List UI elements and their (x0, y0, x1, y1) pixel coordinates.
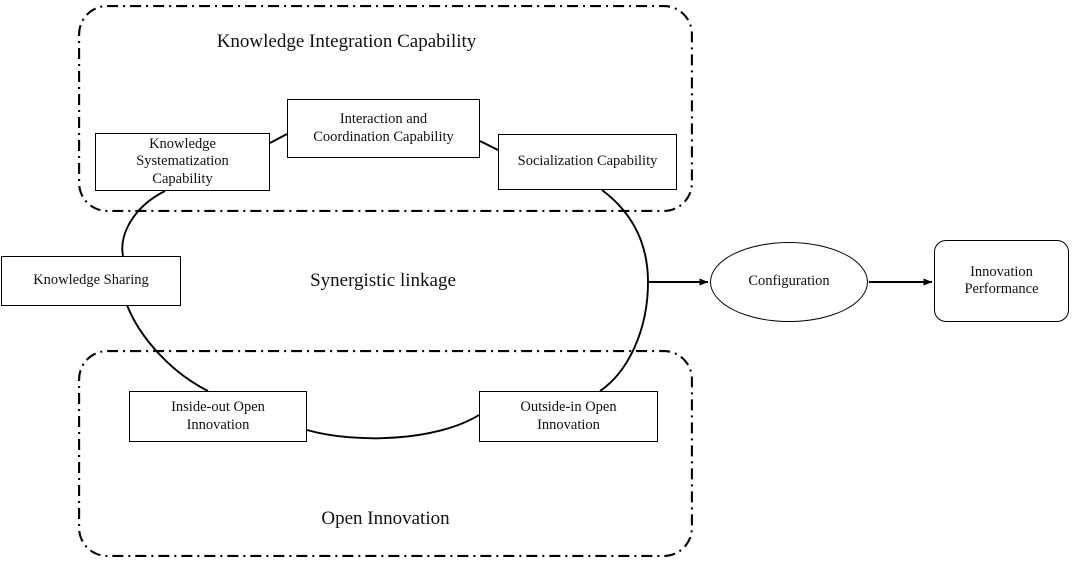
node-knowledge-systematization-capability[interactable]: Knowledge Systematization Capability (95, 133, 270, 191)
node-knowledge-systematization-capability-label: Knowledge Systematization Capability (128, 136, 237, 187)
node-line: Innovation (537, 416, 600, 433)
node-line: Coordination Capability (313, 128, 454, 145)
group-label-open-innovation: Open Innovation (321, 508, 450, 529)
node-line: Socialization Capability (517, 153, 658, 170)
node-outside-in-open-innovation-label: Outside-in Open Innovation (512, 399, 624, 433)
node-inside-out-open-innovation[interactable]: Inside-out Open Innovation (129, 391, 307, 442)
node-line: Knowledge (149, 136, 216, 153)
node-line: Configuration (748, 273, 830, 290)
node-line: Innovation (186, 416, 250, 433)
node-line: Interaction and (339, 111, 428, 128)
node-socialization-capability[interactable]: Socialization Capability (498, 134, 677, 190)
node-socialization-capability-label: Socialization Capability (510, 153, 666, 170)
node-interaction-and-coordination-capability-label: Interaction and Coordination Capability (305, 111, 462, 145)
node-line: Outside-in Open (520, 399, 617, 416)
node-line: Capability (152, 170, 213, 187)
node-line: Inside-out Open (171, 399, 265, 416)
node-line: Systematization (136, 153, 229, 170)
node-interaction-and-coordination-capability[interactable]: Interaction and Coordination Capability (287, 99, 480, 158)
node-line: Performance (964, 281, 1039, 297)
node-innovation-performance-label: Innovation Performance (956, 264, 1046, 298)
group-label-knowledge-integration-capability: Knowledge Integration Capability (216, 31, 477, 52)
node-line: Knowledge Sharing (33, 272, 149, 289)
group-container-open-innovation (78, 350, 693, 557)
group-container-knowledge-integration-capability (78, 5, 693, 212)
label-synergistic-linkage: Synergistic linkage (310, 270, 456, 291)
node-outside-in-open-innovation[interactable]: Outside-in Open Innovation (479, 391, 658, 442)
node-line: Innovation (970, 263, 1033, 280)
node-innovation-performance[interactable]: Innovation Performance (934, 240, 1069, 322)
node-knowledge-sharing[interactable]: Knowledge Sharing (1, 256, 181, 306)
node-inside-out-open-innovation-label: Inside-out Open Innovation (163, 399, 273, 433)
node-knowledge-sharing-label: Knowledge Sharing (25, 272, 157, 289)
node-configuration[interactable]: Configuration (710, 242, 868, 322)
node-configuration-label: Configuration (740, 273, 837, 290)
